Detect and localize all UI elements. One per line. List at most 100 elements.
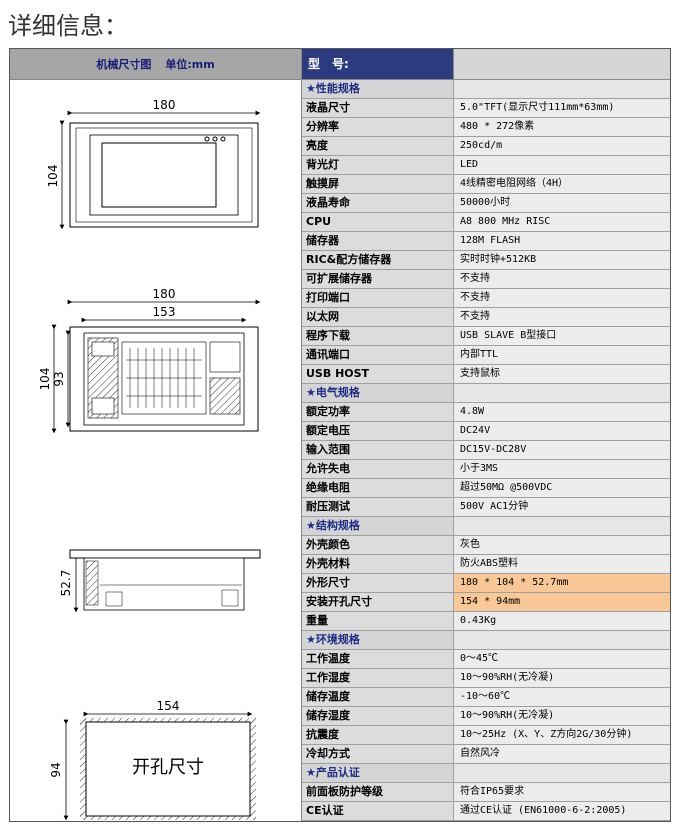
unit-label: 单位:mm bbox=[165, 58, 215, 71]
spec-row: 可扩展储存器不支持 bbox=[302, 270, 670, 289]
spec-value: 128M FLASH bbox=[454, 232, 670, 250]
spec-key: ★结构规格 bbox=[302, 517, 454, 535]
spec-value: 不支持 bbox=[454, 308, 670, 326]
spec-row: RIC&配方储存器实时时钟+512KB bbox=[302, 251, 670, 270]
spec-key: 工作湿度 bbox=[302, 669, 454, 687]
spec-key: 安装开孔尺寸 bbox=[302, 593, 454, 611]
spec-value: A8 800 MHz RISC bbox=[454, 213, 670, 231]
spec-row: 打印端口不支持 bbox=[302, 289, 670, 308]
spec-key: 冷却方式 bbox=[302, 745, 454, 763]
spec-key: 分辨率 bbox=[302, 118, 454, 136]
front-view: 180 104 bbox=[46, 98, 261, 230]
back-height-inner-dim: 93 bbox=[52, 371, 66, 386]
spec-value: 不支持 bbox=[454, 289, 670, 307]
spec-key: ★性能规格 bbox=[302, 80, 454, 98]
spec-key: 可扩展储存器 bbox=[302, 270, 454, 288]
model-value bbox=[454, 49, 670, 80]
side-depth-dim: 52.7 bbox=[59, 570, 73, 597]
spec-sheet: 机械尺寸图 单位:mm 型 号: 180 104 bbox=[9, 48, 671, 822]
spec-section-row: ★产品认证 bbox=[302, 764, 670, 783]
spec-key: ★产品认证 bbox=[302, 764, 454, 782]
spec-value bbox=[454, 80, 670, 98]
spec-key: 额定功率 bbox=[302, 403, 454, 421]
spec-key: 额定电压 bbox=[302, 422, 454, 440]
front-height-dim: 104 bbox=[46, 165, 60, 188]
spec-key: 储存温度 bbox=[302, 688, 454, 706]
spec-value: 0～45℃ bbox=[454, 650, 670, 668]
spec-value: -10～60℃ bbox=[454, 688, 670, 706]
cutout-view: 154 94 开孔尺寸 bbox=[49, 699, 256, 821]
spec-value: 内部TTL bbox=[454, 346, 670, 364]
spec-row: 储存温度-10～60℃ bbox=[302, 688, 670, 707]
spec-key: 背光灯 bbox=[302, 156, 454, 174]
spec-row: 通讯端口内部TTL bbox=[302, 346, 670, 365]
cutout-height-dim: 94 bbox=[49, 762, 63, 777]
back-width-outer-dim: 180 bbox=[153, 287, 176, 301]
spec-row: 以太网不支持 bbox=[302, 308, 670, 327]
spec-row: 允许失电小于3MS bbox=[302, 460, 670, 479]
spec-key: 输入范围 bbox=[302, 441, 454, 459]
spec-value: 180 * 104 * 52.7mm bbox=[454, 574, 670, 592]
spec-key: 触摸屏 bbox=[302, 175, 454, 193]
spec-key: 程序下载 bbox=[302, 327, 454, 345]
spec-key: 储存湿度 bbox=[302, 707, 454, 725]
spec-value: 灰色 bbox=[454, 536, 670, 554]
mechanical-drawings: 180 104 180 153 104 93 bbox=[10, 80, 302, 821]
spec-key: 耐压测试 bbox=[302, 498, 454, 516]
spec-section-row: ★电气规格 bbox=[302, 384, 670, 403]
spec-value: 通过CE认证 (EN61000-6-2:2005) bbox=[454, 802, 670, 820]
spec-key: 亮度 bbox=[302, 137, 454, 155]
spec-value: 10～90%RH(无冷凝) bbox=[454, 669, 670, 687]
spec-value: 4线精密电阻网络（4H） bbox=[454, 175, 670, 193]
spec-key: 外形尺寸 bbox=[302, 574, 454, 592]
spec-key: 允许失电 bbox=[302, 460, 454, 478]
spec-value: USB SLAVE B型接口 bbox=[454, 327, 670, 345]
page-heading: 详细信息： bbox=[8, 12, 128, 40]
spec-value bbox=[454, 384, 670, 402]
back-view: 180 153 104 93 bbox=[38, 287, 261, 434]
spec-key: 储存器 bbox=[302, 232, 454, 250]
spec-section-row: ★结构规格 bbox=[302, 517, 670, 536]
spec-value: 自然风冷 bbox=[454, 745, 670, 763]
spec-key: 前面板防护等级 bbox=[302, 783, 454, 801]
spec-key: 打印端口 bbox=[302, 289, 454, 307]
front-width-dim: 180 bbox=[153, 98, 176, 112]
spec-value: 500V AC1分钟 bbox=[454, 498, 670, 516]
model-label: 型 号: bbox=[302, 49, 454, 80]
spec-key: 外壳颜色 bbox=[302, 536, 454, 554]
drawing-title: 机械尺寸图 bbox=[96, 58, 152, 71]
spec-value: 50000小时 bbox=[454, 194, 670, 212]
spec-value: 支持鼠标 bbox=[454, 365, 670, 383]
spec-value: 10～90%RH(无冷凝) bbox=[454, 707, 670, 725]
cutout-label: 开孔尺寸 bbox=[132, 757, 204, 778]
spec-value: 实时时钟+512KB bbox=[454, 251, 670, 269]
spec-value: 小于3MS bbox=[454, 460, 670, 478]
spec-key: 工作温度 bbox=[302, 650, 454, 668]
spec-value: 0.43Kg bbox=[454, 612, 670, 630]
spec-value: 480 * 272像素 bbox=[454, 118, 670, 136]
spec-key: 抗震度 bbox=[302, 726, 454, 744]
spec-section-row: ★性能规格 bbox=[302, 80, 670, 99]
spec-value: 超过50MΩ @500VDC bbox=[454, 479, 670, 497]
spec-key: ★环境规格 bbox=[302, 631, 454, 649]
drawings-svg: 180 104 180 153 104 93 bbox=[38, 98, 261, 821]
spec-value bbox=[454, 517, 670, 535]
spec-value: 4.8W bbox=[454, 403, 670, 421]
back-height-outer-dim: 104 bbox=[38, 368, 52, 391]
spec-row: 前面板防护等级符合IP65要求 bbox=[302, 783, 670, 802]
